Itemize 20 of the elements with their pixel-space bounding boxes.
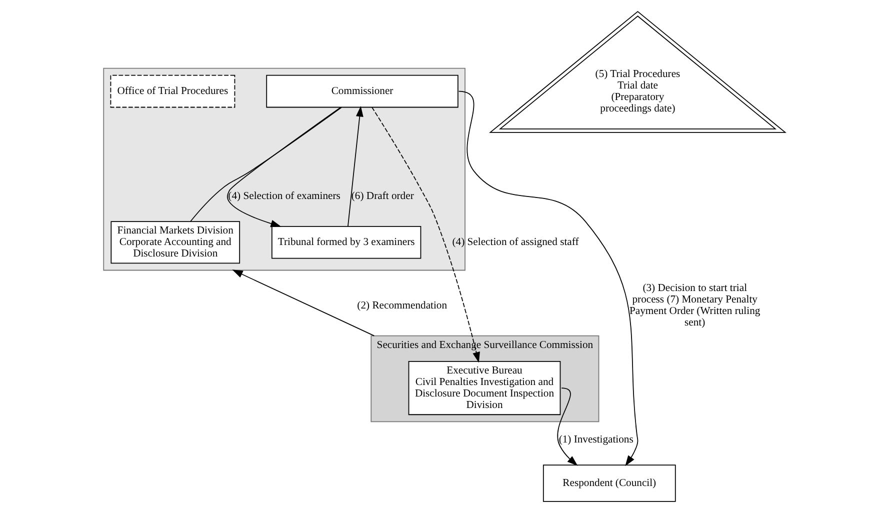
- arrow: [372, 106, 480, 363]
- node-box: Respondent (Council): [542, 464, 676, 502]
- arrow: [348, 106, 364, 227]
- arrow: [458, 90, 638, 466]
- edge-label: (6) Draft order: [351, 191, 414, 202]
- connector: [190, 106, 342, 222]
- cluster: [103, 68, 466, 271]
- edge-label: (1) Investigations: [558, 434, 634, 446]
- arrow: [557, 388, 578, 466]
- arrow: [226, 106, 342, 228]
- node-box: Tribunal formed by 3 examiners: [271, 226, 422, 259]
- node-box: Executive Bureau Civil Penalties Investigation and Disclosure Document Inspection Division: [408, 361, 561, 416]
- edge-label: (4) Selection of examiners: [228, 191, 340, 202]
- arrow: [232, 270, 375, 336]
- edge-label: (2) Recommendation: [357, 300, 448, 312]
- node-box: Commissioner: [266, 74, 458, 108]
- node-box: Office of Trial Procedures: [110, 74, 236, 108]
- edge-label: (3) Decision to start trial process (7) Monetary Penalty Payment Order (Written ruling sent): [630, 283, 760, 329]
- node-box: Financial Markets Division Corporate Accounting and Disclosure Division: [110, 221, 240, 264]
- edge-label: (4) Selection of assigned staff: [452, 237, 579, 248]
